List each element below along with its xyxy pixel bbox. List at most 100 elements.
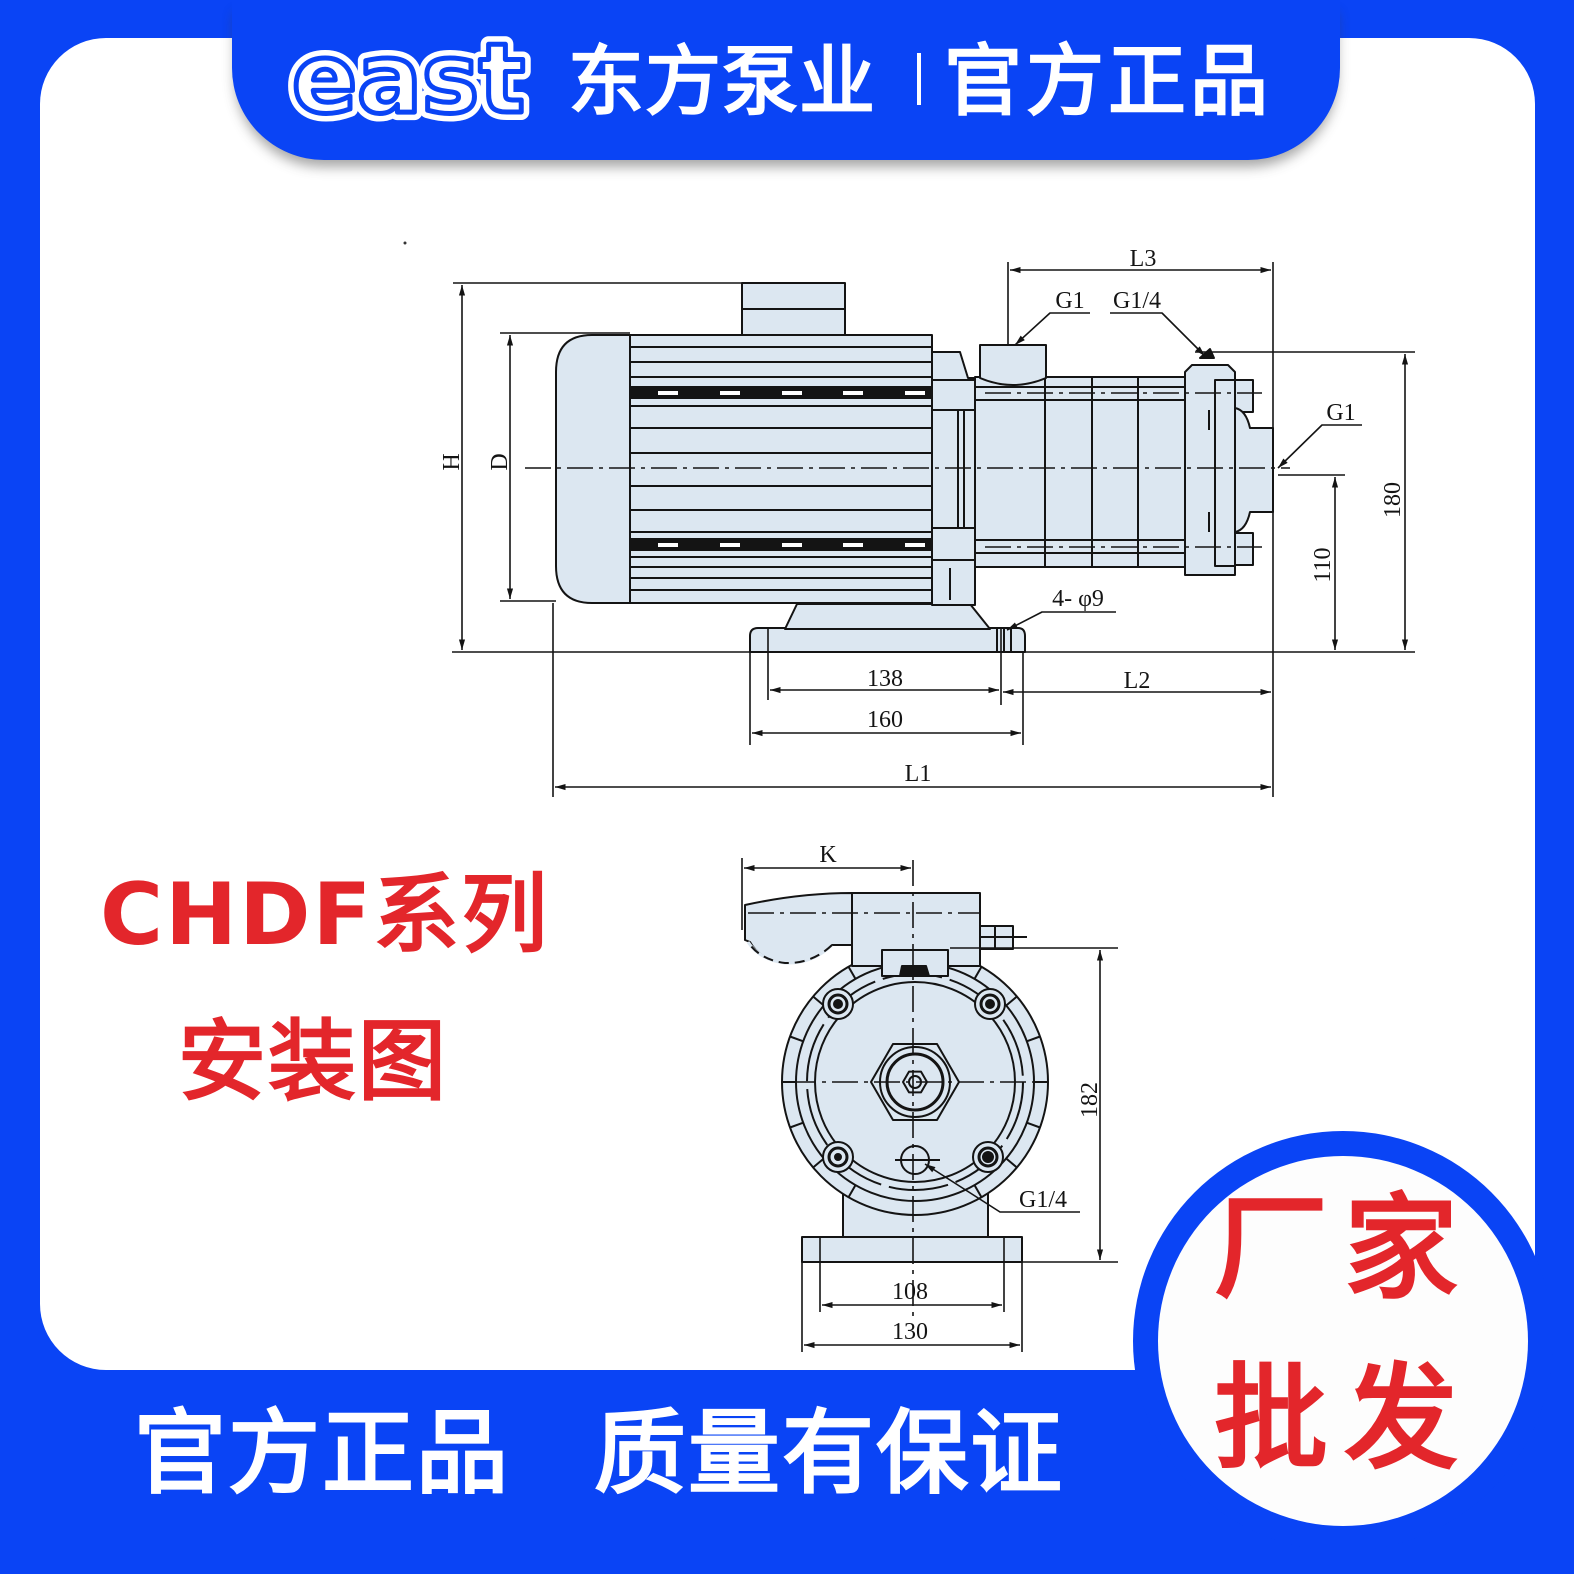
hood-hidden-edge (747, 941, 833, 965)
label-inlet-G1: G1 (1055, 288, 1084, 314)
leader-holes (1006, 611, 1116, 631)
bolt-head (827, 993, 849, 1015)
label-160: 160 (867, 707, 903, 733)
leader-vent (1110, 312, 1206, 357)
pump-body (974, 376, 1186, 568)
label-110: 110 (1310, 547, 1336, 582)
nut-top (1234, 379, 1254, 413)
fan-cover (555, 334, 631, 604)
bolt-core (833, 999, 843, 1009)
foot-hole-lines (996, 629, 1012, 652)
brand-name: 东方泵业 (568, 37, 876, 126)
bolt-core (985, 999, 995, 1009)
end-extension-lines (741, 858, 1118, 1352)
drawing-title: 安装图 (178, 1010, 449, 1113)
badge-text-wholesale: 批发 (1214, 1352, 1475, 1485)
rib (789, 1035, 804, 1043)
base-plate (749, 627, 1026, 653)
label-vent-G1-4: G1/4 (1113, 288, 1161, 314)
rib (973, 966, 983, 980)
dash (905, 391, 925, 395)
bolt-bottom-right (972, 1141, 1004, 1173)
end-flange-plate (1214, 379, 1236, 567)
bolt-head (979, 993, 1001, 1015)
scan-speck (403, 241, 407, 245)
end-base-plate (801, 1236, 1023, 1263)
dash (782, 543, 802, 547)
side-leader-lines (1006, 312, 1362, 631)
dash (782, 391, 802, 395)
outlet-boss (1234, 407, 1274, 533)
side-view-labels: H D L3 G1 G1/4 G1 4- φ9 138 L2 160 L1 18… (439, 246, 1406, 787)
bolt-top-right (974, 988, 1006, 1020)
rib (847, 1184, 857, 1198)
badge-text-factory: 厂家 (1214, 1182, 1475, 1315)
dash (720, 391, 740, 395)
dash (843, 543, 863, 547)
logo-inner-stroke: east (292, 30, 525, 135)
side-extension-lines (452, 262, 1415, 797)
dash (843, 391, 863, 395)
rib (973, 1184, 983, 1198)
label-H: H (439, 453, 465, 470)
end-centerlines (748, 860, 1040, 1318)
label-L2: L2 (1124, 668, 1151, 694)
dash (905, 543, 925, 547)
leader-drain (924, 1163, 1080, 1213)
label-mounting-holes: 4- φ9 (1052, 586, 1104, 612)
motor-body (629, 334, 933, 604)
adapter-housing (931, 351, 976, 606)
adapter-lines (932, 379, 975, 600)
motor-fins (630, 346, 932, 591)
bolt-core (982, 1151, 994, 1163)
rib (847, 966, 857, 980)
rib (812, 1157, 825, 1169)
bolt-head (827, 1146, 849, 1168)
logo-outer-stroke: east (292, 30, 525, 135)
bolt-head (977, 1146, 999, 1168)
side-view (452, 262, 1415, 797)
nut-bottom (1234, 532, 1254, 566)
footer-quality-text: 质量有保证 (594, 1400, 1065, 1507)
header-divider (917, 53, 921, 105)
label-138: 138 (867, 666, 903, 692)
label-outlet-G1: G1 (1326, 400, 1355, 426)
label-L3: L3 (1130, 246, 1157, 272)
label-182: 182 (1077, 1082, 1103, 1118)
rib (1026, 1035, 1041, 1043)
footer-genuine-text: 官方正品 (134, 1400, 511, 1507)
terminal-hood (744, 892, 853, 965)
leader-inlet (1014, 312, 1090, 346)
label-L1: L1 (905, 761, 932, 787)
rib (1005, 995, 1018, 1007)
end-view-labels: K 182 G1/4 108 130 (819, 842, 1103, 1345)
side-dimension-lines (458, 266, 1409, 791)
bolt-core (834, 1153, 842, 1161)
nozzle-lines (980, 926, 1027, 949)
rib (789, 1121, 804, 1129)
tie-band-dashes (658, 391, 925, 547)
drain-plug (895, 1145, 940, 1175)
bolt-top-left (822, 988, 854, 1020)
label-drain-G1-4: G1/4 (1019, 1187, 1067, 1213)
label-K: K (819, 842, 837, 868)
dash (658, 543, 678, 547)
rib (1005, 1157, 1018, 1169)
motor-foot (784, 603, 991, 630)
end-dimension-lines (744, 864, 1104, 1349)
header-banner: east east 东方泵业 官方正品 (232, 0, 1340, 160)
side-centerlines (525, 392, 1290, 548)
wholesale-badge (1158, 1156, 1528, 1526)
top-block-nub (899, 965, 930, 977)
outlet-small-hex (902, 1070, 928, 1094)
bolt-bottom-left (822, 1141, 854, 1173)
header-tagline: 官方正品 (944, 37, 1273, 127)
end-view (741, 858, 1118, 1352)
leader-outlet (1277, 424, 1362, 469)
dash (658, 391, 678, 395)
series-title: CHDF系列 (100, 865, 550, 965)
label-D: D (487, 453, 513, 470)
rib (1026, 1121, 1041, 1129)
label-180: 180 (1380, 482, 1406, 518)
